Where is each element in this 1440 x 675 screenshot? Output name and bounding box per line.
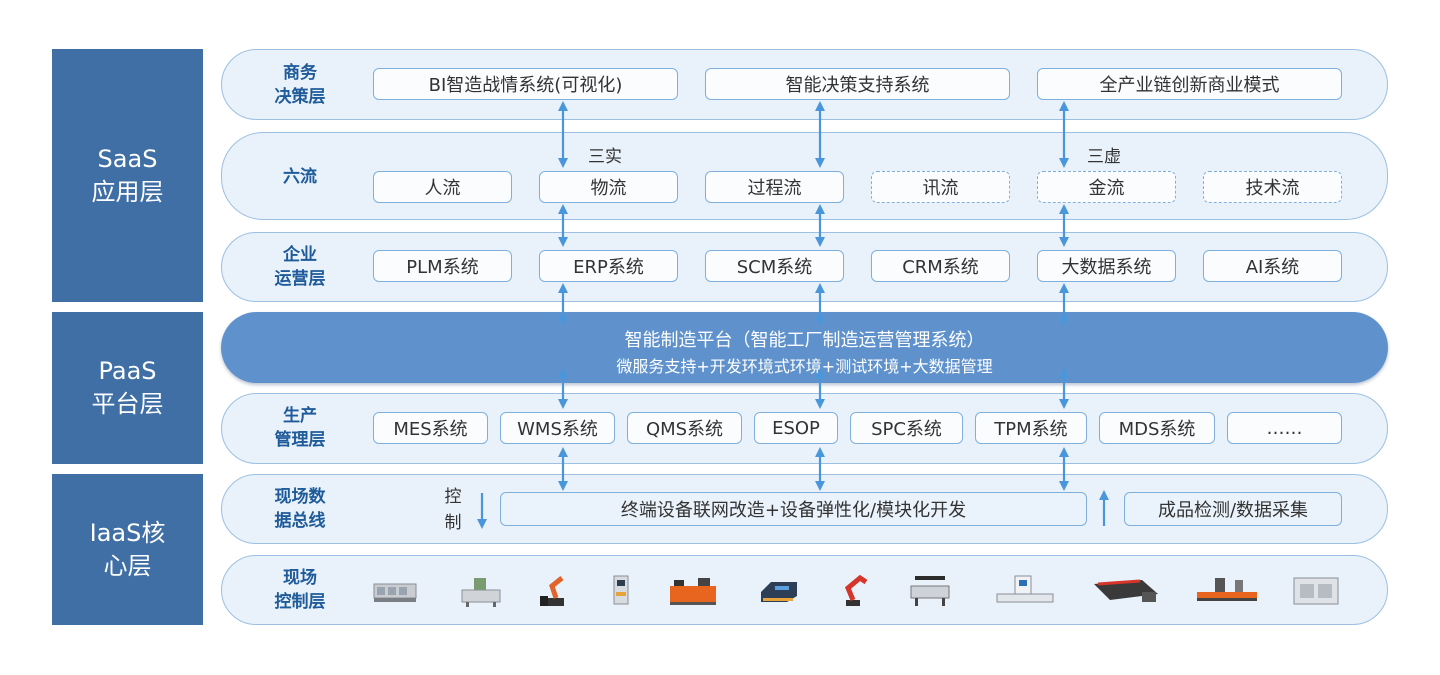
flow-information-box: 讯流: [871, 171, 1010, 203]
welding-line-icon: [1197, 578, 1257, 601]
test-cell-icon: [1293, 577, 1339, 605]
plm-system-box: PLM系统: [373, 250, 512, 282]
press-machine-icon: [613, 575, 629, 605]
smart-manufacturing-platform-band: [221, 312, 1388, 383]
device-networking-box: 终端设备联网改造+设备弹性化/模块化开发: [500, 492, 1087, 526]
spc-system-box: SPC系统: [850, 412, 963, 444]
test-bench-icon: [910, 576, 950, 606]
wms-system-box: WMS系统: [500, 412, 615, 444]
big-data-system-box: 大数据系统: [1037, 250, 1176, 282]
three-real-tag: 三实: [588, 147, 622, 167]
business-model-box: 全产业链创新商业模式: [1037, 68, 1342, 100]
paas-layer-label: PaaS 平台层: [52, 312, 203, 464]
mds-system-box: MDS系统: [1099, 412, 1215, 444]
field-control-label: 现场 控制层: [274, 568, 326, 612]
iaas-layer-label: IaaS核 心层: [52, 474, 203, 625]
flow-people-box: 人流: [373, 171, 512, 203]
agv-icon: [761, 582, 797, 602]
platform-subtitle: 微服务支持+开发环境式环境+测试环境+大数据管理: [616, 357, 993, 376]
tpm-system-box: TPM系统: [975, 412, 1087, 444]
ai-system-box: AI系统: [1203, 250, 1342, 282]
three-virtual-tag: 三虚: [1087, 147, 1121, 167]
scm-system-box: SCM系统: [705, 250, 844, 282]
decision-support-box: 智能决策支持系统: [705, 68, 1010, 100]
platform-title: 智能制造平台（智能工厂制造运营管理系统）: [624, 330, 985, 351]
robot-arm-icon: [540, 576, 564, 606]
bi-dashboard-box: BI智造战情系统(可视化): [373, 68, 678, 100]
enterprise-operation-label: 企业 运营层: [274, 245, 326, 289]
production-management-label: 生产 管理层: [274, 406, 326, 450]
inspection-data-collection-box: 成品检测/数据采集: [1124, 492, 1342, 526]
flow-process-box: 过程流: [705, 171, 844, 203]
flow-capital-box: 金流: [1037, 171, 1176, 203]
crm-system-box: CRM系统: [871, 250, 1010, 282]
saas-layer-label: SaaS 应用层: [52, 49, 203, 302]
erp-system-box: ERP系统: [539, 250, 678, 282]
field-data-bus-label: 现场数 据总线: [274, 487, 326, 531]
flow-technology-box: 技术流: [1203, 171, 1342, 203]
assembly-line-icon: [373, 583, 417, 602]
conveyor-icon: [670, 578, 716, 605]
workstation-icon: [461, 578, 501, 607]
mes-system-box: MES系统: [373, 412, 488, 444]
industrial-robot-icon: [844, 574, 868, 606]
laser-cutter-icon: [1094, 579, 1158, 602]
control-tag: 控 制: [444, 487, 462, 533]
six-flows-label: 六流: [283, 167, 317, 187]
more-systems-box: ……: [1227, 412, 1342, 444]
business-decision-label: 商务 决策层: [274, 63, 326, 107]
qms-system-box: QMS系统: [627, 412, 742, 444]
flow-material-box: 物流: [539, 171, 678, 203]
esop-box: ESOP: [754, 412, 838, 444]
inspection-station-icon: [996, 575, 1054, 603]
